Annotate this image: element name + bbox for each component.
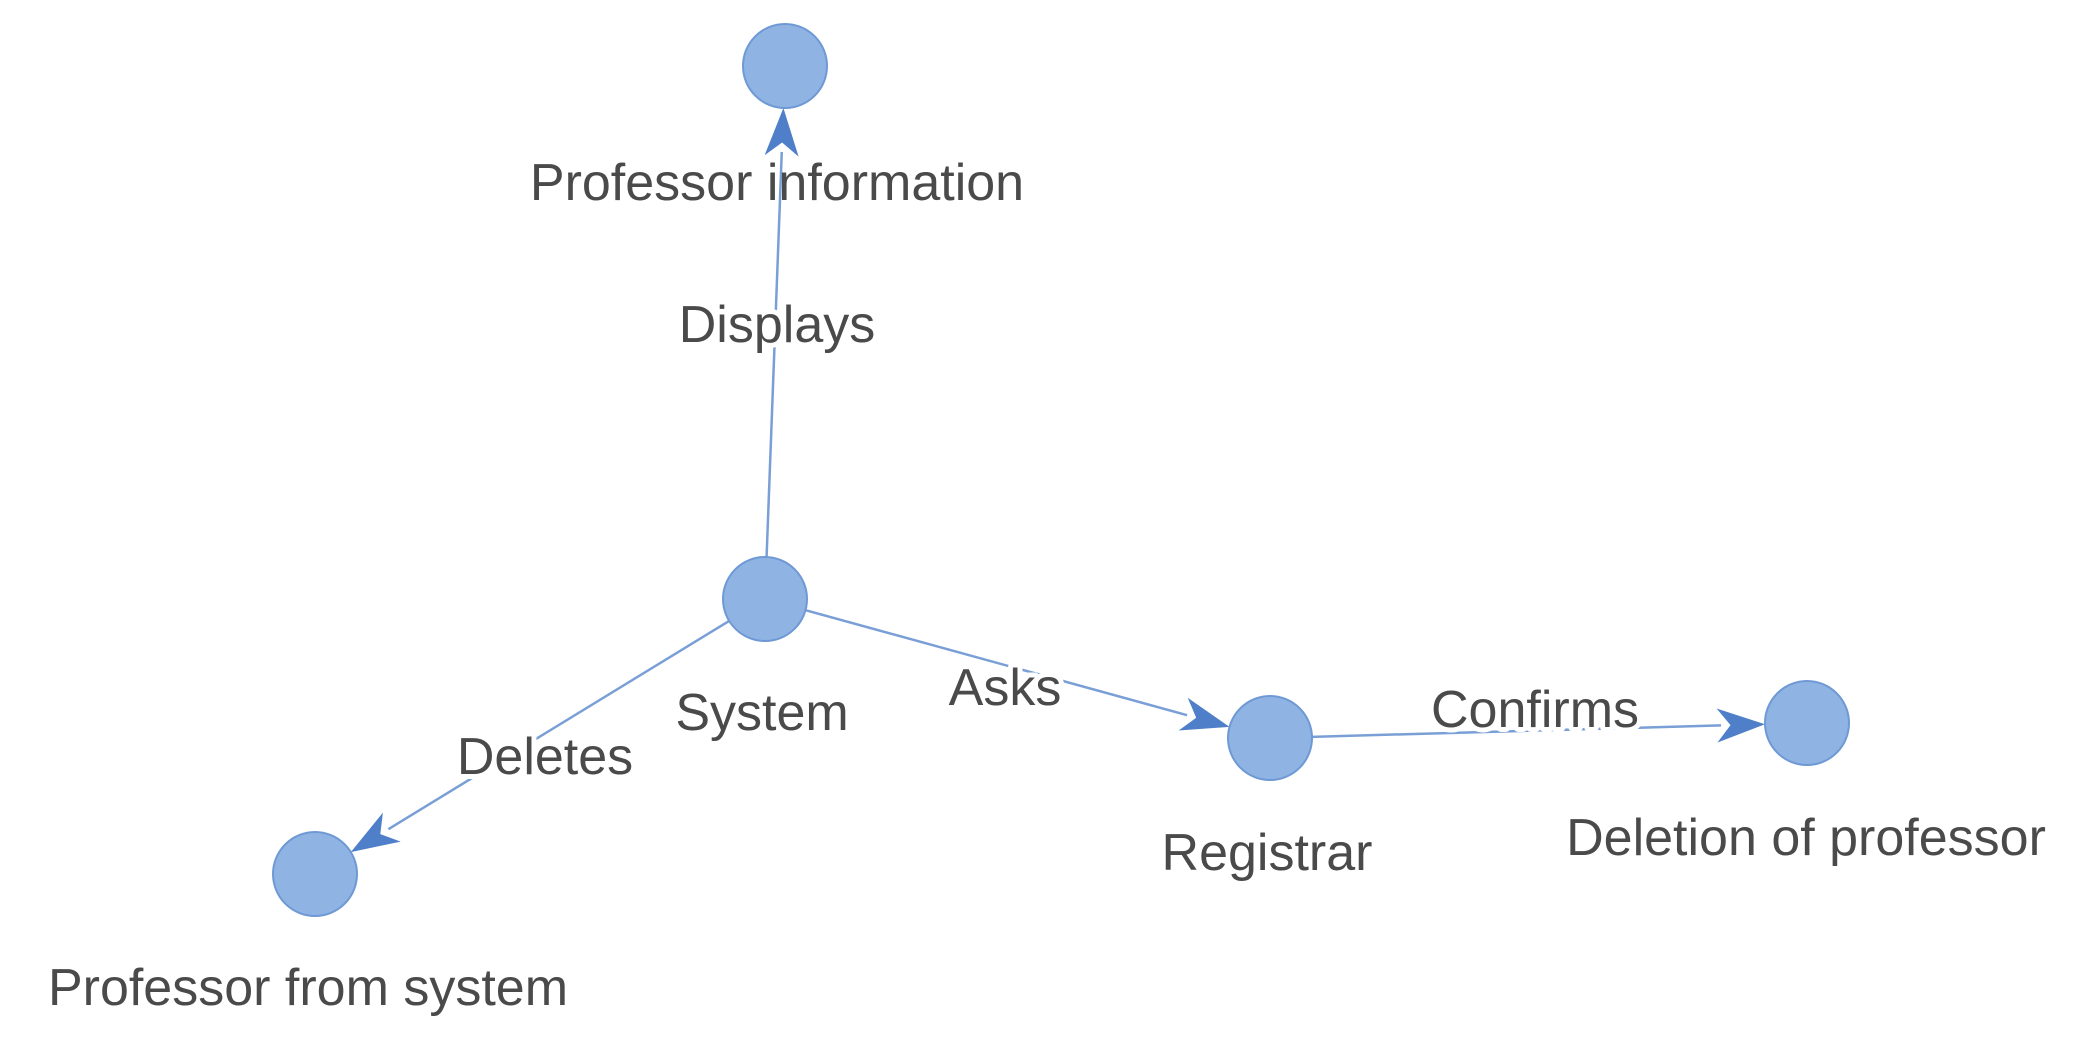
node-deletion-of-professor[interactable] [1764,680,1850,766]
node-professor-information[interactable] [742,23,828,109]
edge-confirms-arrow [1716,708,1765,743]
node-label-system: System [675,684,848,742]
node-professor-from-system[interactable] [272,831,358,917]
node-label-registrar: Registrar [1162,824,1373,882]
edge-label-confirms: Confirms [1431,681,1639,739]
node-registrar[interactable] [1227,695,1313,781]
edge-deletes [387,619,730,831]
edge-deletes-arrow [350,812,401,853]
node-label-professor-information: Professor information [530,154,1024,212]
edge-displays [765,151,784,558]
edge-asks-arrow [1178,697,1230,731]
node-label-deletion-of-professor: Deletion of professor [1566,809,2046,867]
edge-label-asks: Asks [949,659,1062,717]
edge-label-displays: Displays [679,296,876,354]
edge-label-deletes: Deletes [457,728,633,786]
node-system[interactable] [722,556,808,642]
edge-displays-arrow [764,108,799,157]
edges-layer [350,108,1765,853]
edge-asks [805,608,1188,717]
nodes-layer [272,23,1850,917]
edge-confirms [1311,724,1722,739]
node-label-professor-from-system: Professor from system [48,959,568,1017]
